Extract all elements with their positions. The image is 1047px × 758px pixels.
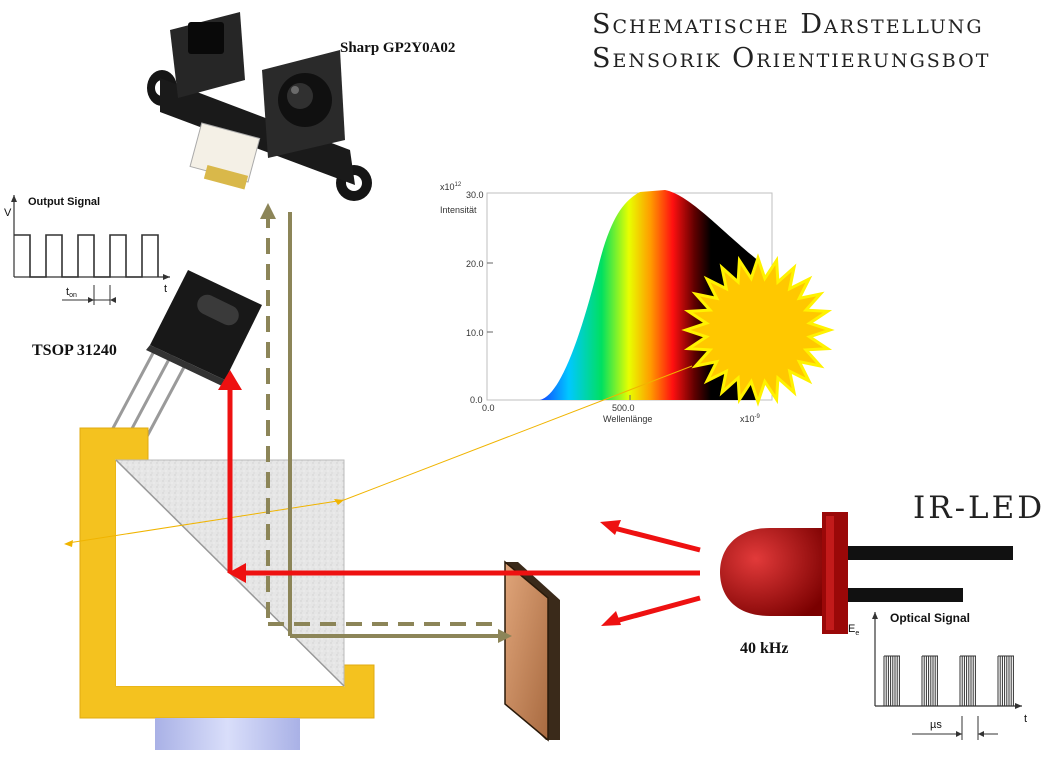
spectrum-y-tick-0: 0.0 xyxy=(470,395,483,405)
sharp-sensor-label: Sharp GP2Y0A02 xyxy=(340,40,456,56)
output-signal-pulse-label: ton xyxy=(66,286,77,299)
tsop-receiver xyxy=(110,270,262,443)
sensor-beams xyxy=(260,203,512,643)
sun-icon xyxy=(681,253,835,407)
output-signal-title: Output Signal xyxy=(28,196,100,208)
spectrum-y-exponent: x1012 xyxy=(440,182,462,192)
title-line-1: Schematische Darstellung xyxy=(592,9,984,40)
output-signal-chart: Output Signal V t ton xyxy=(4,195,170,305)
spectrum-y-tick-20: 20.0 xyxy=(466,259,484,269)
tsop-receiver-label: TSOP 31240 xyxy=(32,342,117,359)
spectrum-x-tick-500: 500.0 xyxy=(612,403,635,413)
frequency-label: 40 kHz xyxy=(740,640,789,657)
output-signal-y-axis: V xyxy=(4,207,12,219)
spectrum-x-tick-0: 0.0 xyxy=(482,403,495,413)
base-block xyxy=(155,718,300,750)
spectrum-y-tick-10: 10.0 xyxy=(466,328,484,338)
spectrum-x-label: Wellenlänge xyxy=(603,414,652,424)
diagram-title: Schematische Darstellung Sensorik Orient… xyxy=(592,8,1042,76)
optical-signal-y-axis: Ee xyxy=(848,623,859,637)
target-plate xyxy=(504,560,560,742)
optical-signal-chart: Optical Signal Ee t µs xyxy=(848,611,1027,740)
ir-led-component xyxy=(720,512,1013,634)
optical-signal-title: Optical Signal xyxy=(890,611,970,625)
sharp-sensor-module xyxy=(147,12,372,201)
optical-signal-x-axis: t xyxy=(1024,713,1027,725)
optical-signal-interval-label: µs xyxy=(930,719,942,731)
spectrum-x-exponent: x10-9 xyxy=(740,414,761,424)
title-line-2: Sensorik Orientierungsbot xyxy=(592,43,991,74)
ir-beams xyxy=(218,370,701,626)
ir-led-label: IR-LED xyxy=(913,490,1046,526)
spectrum-y-tick-30: 30.0 xyxy=(466,190,484,200)
output-signal-x-axis: t xyxy=(164,283,167,295)
spectrum-y-label: Intensität xyxy=(440,205,477,215)
